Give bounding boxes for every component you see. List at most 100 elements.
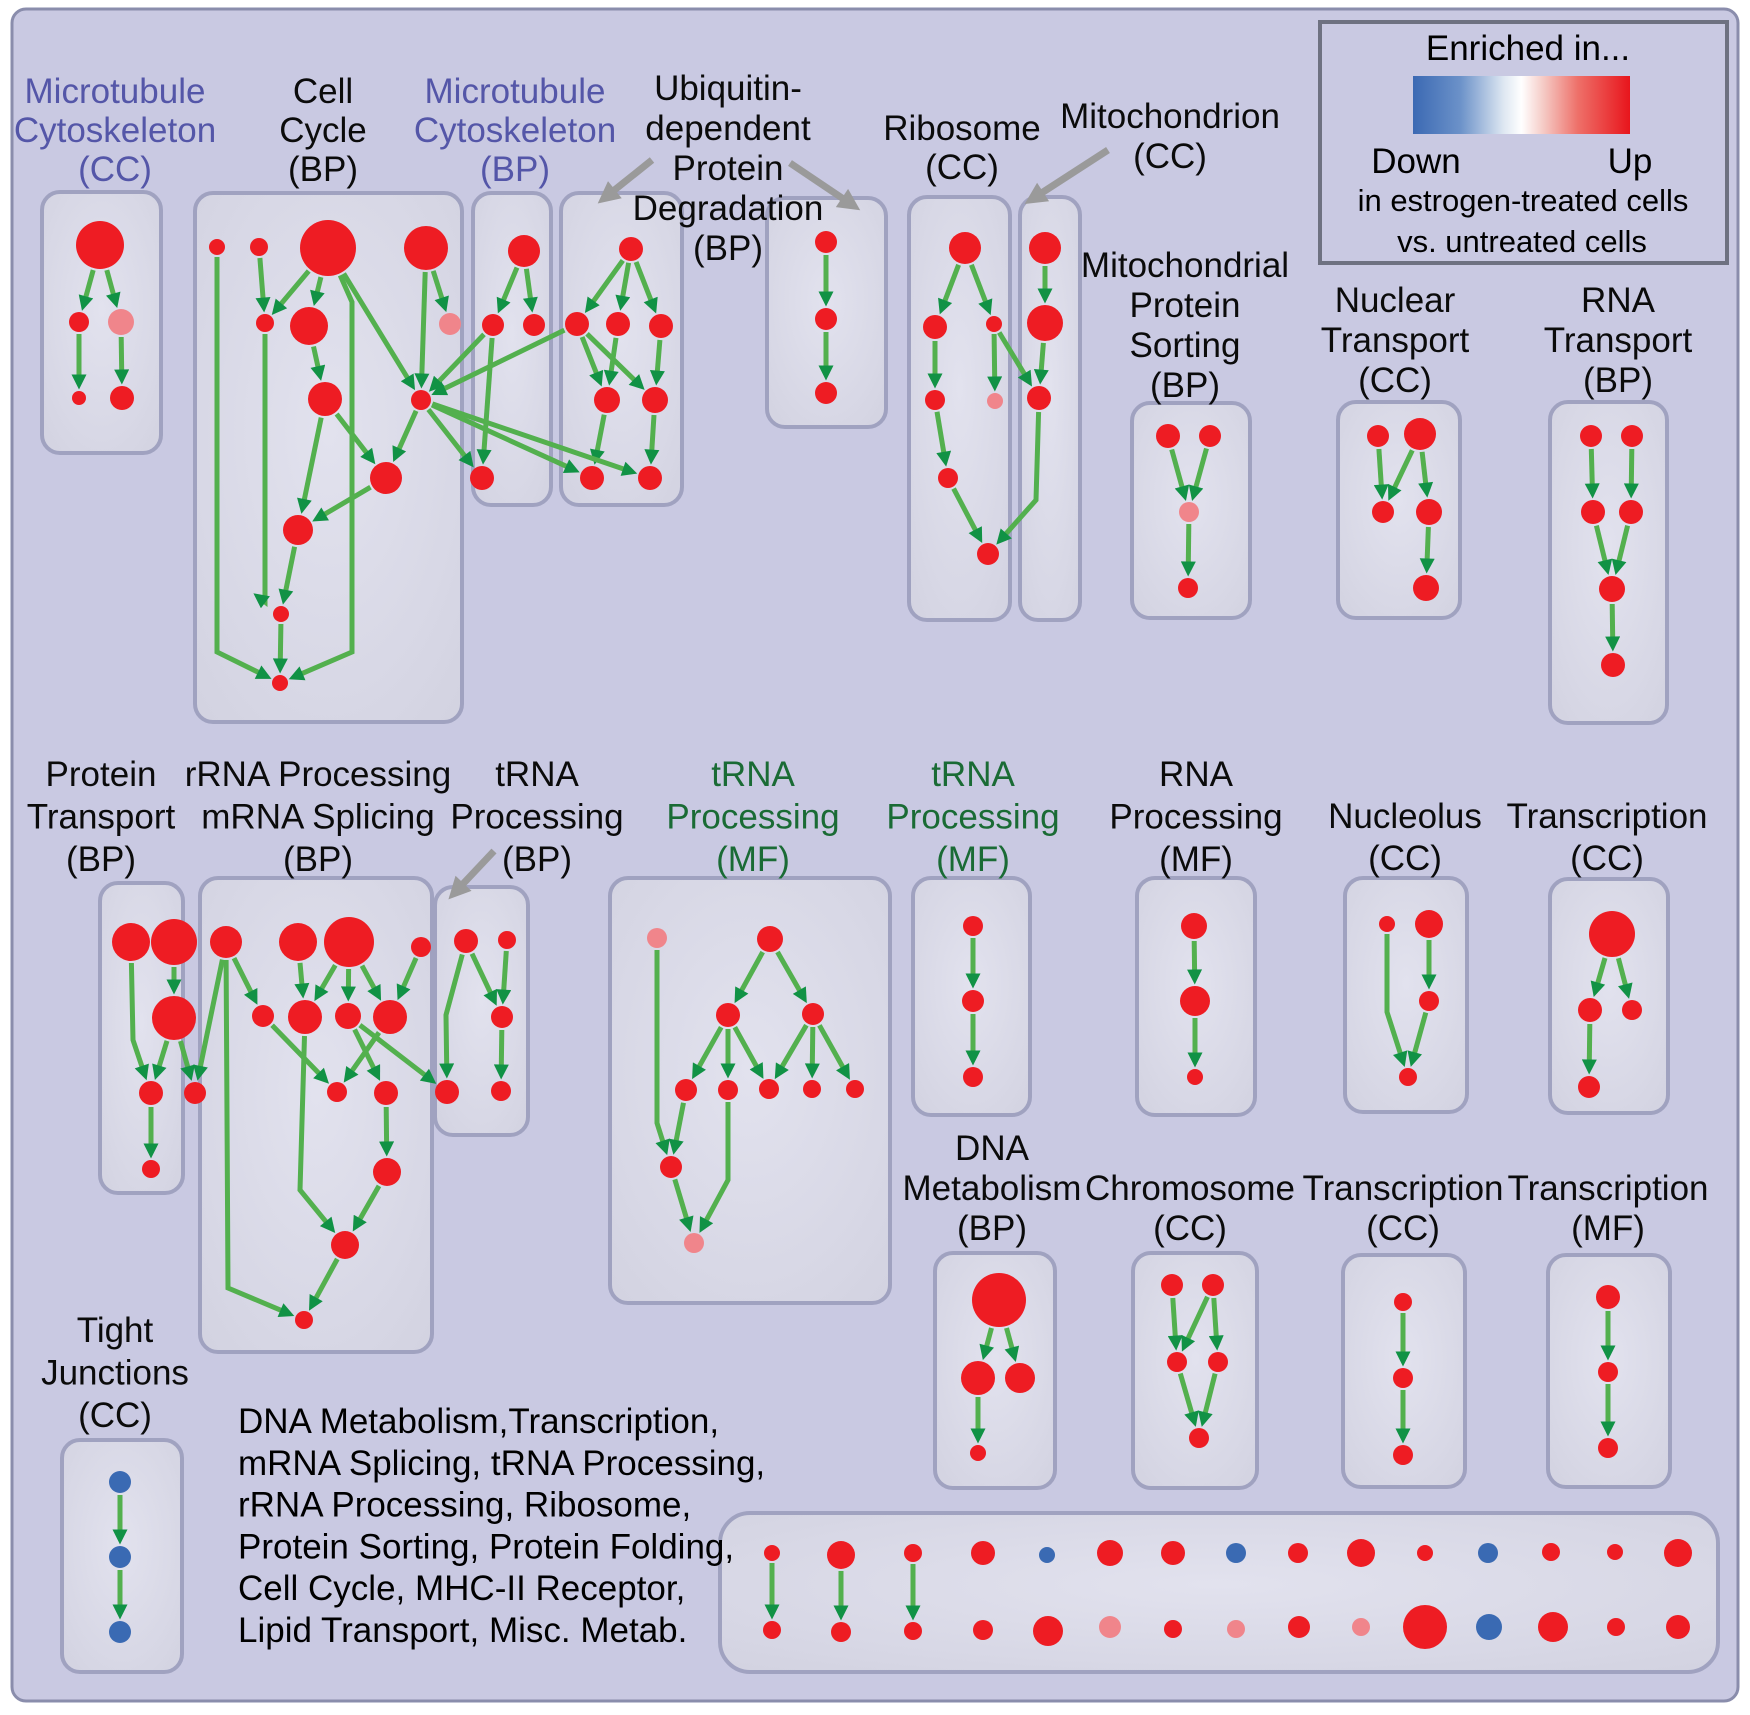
edge-rrna bbox=[396, 956, 419, 1001]
edge-cc bbox=[312, 485, 372, 522]
node-trnamf-8 bbox=[846, 1080, 864, 1098]
node-trnamf-10 bbox=[684, 1233, 704, 1253]
node-strip-22 bbox=[1478, 1543, 1498, 1563]
node-strip-26 bbox=[1607, 1544, 1623, 1560]
edge-mc_cc bbox=[78, 269, 96, 311]
node-strip-18 bbox=[1347, 1539, 1375, 1567]
edge-chrom bbox=[1177, 1372, 1199, 1427]
node-rnat-3 bbox=[1619, 500, 1643, 524]
edge-ribo bbox=[951, 487, 983, 543]
edge-trnamf bbox=[817, 1024, 850, 1080]
node-ub2-1 bbox=[815, 308, 837, 330]
node-strip-12 bbox=[1161, 1541, 1185, 1565]
edge-cc bbox=[272, 623, 288, 674]
edge-rrna bbox=[352, 1028, 381, 1081]
node-nucl-2 bbox=[1419, 991, 1439, 1011]
annotation-text-line-5: Lipid Transport, Misc. Metab. bbox=[238, 1611, 687, 1650]
edge-cc bbox=[253, 334, 270, 609]
node-strip-10 bbox=[1097, 1540, 1123, 1566]
group-label-protein-transport: Protein bbox=[46, 755, 157, 794]
edge-trnamf bbox=[774, 1023, 809, 1080]
node-strip-3 bbox=[831, 1622, 851, 1642]
group-label-cell-cycle: Cell bbox=[293, 72, 353, 111]
node-cc-8 bbox=[411, 390, 431, 410]
node-cc-0 bbox=[209, 239, 225, 255]
node-cc-5 bbox=[290, 307, 328, 345]
legend-down-label: Down bbox=[1371, 142, 1460, 181]
group-box-mito bbox=[1018, 195, 1082, 622]
edge-rnat bbox=[1605, 603, 1621, 652]
node-strip-5 bbox=[904, 1622, 922, 1640]
group-label-ubiquitin: dependent bbox=[645, 109, 811, 148]
group-label-transcription-cc-3: (CC) bbox=[1366, 1209, 1440, 1248]
node-strip-24 bbox=[1542, 1543, 1560, 1561]
node-pt-0 bbox=[112, 923, 150, 961]
node-rrna-3 bbox=[411, 937, 431, 957]
node-trnabp-4 bbox=[491, 1081, 511, 1101]
group-label-rna-processing: RNA bbox=[1159, 755, 1234, 794]
node-ribo-1 bbox=[923, 315, 947, 339]
label-pointer-arrow-3 bbox=[448, 848, 497, 900]
node-strip-28 bbox=[1664, 1539, 1692, 1567]
edge-ub1 bbox=[615, 262, 632, 311]
group-label-dna-metabolism: DNA bbox=[955, 1129, 1030, 1168]
node-strip-14 bbox=[1226, 1543, 1246, 1563]
edge-trnabp bbox=[496, 950, 512, 1005]
group-box-mcbp bbox=[471, 191, 553, 507]
node-pt-5 bbox=[142, 1160, 160, 1178]
node-mito-2 bbox=[1027, 386, 1051, 410]
node-mps-2 bbox=[1179, 502, 1199, 522]
edge-dnam bbox=[979, 1327, 994, 1361]
node-mps-3 bbox=[1178, 578, 1198, 598]
group-label-trna-mf-1: Processing bbox=[666, 798, 839, 837]
node-ub1-2 bbox=[606, 312, 630, 336]
group-label-mps: Sorting bbox=[1130, 326, 1241, 365]
node-cc-12 bbox=[272, 675, 288, 691]
edge-pt bbox=[178, 1040, 195, 1081]
edge-chrom bbox=[1208, 1297, 1224, 1351]
node-chrom-3 bbox=[1208, 1352, 1228, 1372]
node-trnamf-4 bbox=[675, 1079, 697, 1101]
node-txncc2-1 bbox=[1578, 998, 1602, 1022]
group-label-nuclear-transport: (CC) bbox=[1358, 361, 1432, 400]
node-trnabp-0 bbox=[454, 929, 478, 953]
node-rrna-5 bbox=[288, 1000, 322, 1034]
edge-txncc2 bbox=[1590, 957, 1608, 998]
node-rrna-10 bbox=[373, 1158, 401, 1186]
group-label-chromosome: Chromosome bbox=[1085, 1169, 1295, 1208]
node-tj-1 bbox=[109, 1546, 131, 1568]
edge-trnabp bbox=[439, 953, 465, 1079]
edge-pt bbox=[152, 1040, 170, 1081]
cross-edge-cc.8-ub1.6 bbox=[430, 402, 580, 473]
node-cc-7 bbox=[308, 382, 342, 416]
edge-ribo bbox=[987, 333, 1003, 392]
edge-rrna bbox=[231, 956, 258, 1005]
group-label-nucleolus: Nucleolus bbox=[1328, 797, 1482, 836]
edge-mc_cc bbox=[114, 336, 130, 385]
group-label-rrna: (BP) bbox=[283, 840, 353, 879]
node-trnamf-1 bbox=[757, 926, 783, 952]
node-trnamf-0 bbox=[647, 928, 667, 948]
node-cc-1 bbox=[250, 238, 268, 256]
group-label-mps: Mitochondrial bbox=[1081, 246, 1289, 285]
group-label-trna-bp: tRNA bbox=[495, 755, 579, 794]
edge-cc bbox=[430, 270, 449, 313]
node-dnam-3 bbox=[970, 1445, 986, 1461]
node-mc_cc-0 bbox=[76, 221, 124, 269]
node-trnamf-7 bbox=[803, 1080, 821, 1098]
edge-cc bbox=[341, 272, 416, 391]
edge-mcbp bbox=[496, 266, 520, 314]
node-strip-2 bbox=[827, 1541, 855, 1569]
node-trnamf2-2 bbox=[963, 1067, 983, 1087]
edge-nuct bbox=[1419, 526, 1435, 574]
edge-ub1 bbox=[584, 258, 625, 314]
node-ub1-0 bbox=[619, 237, 643, 261]
node-rnat-1 bbox=[1621, 425, 1643, 447]
edge-ub1 bbox=[644, 414, 660, 465]
node-cc-2 bbox=[300, 220, 356, 276]
node-strip-23 bbox=[1476, 1614, 1502, 1640]
group-label-cell-cycle: (BP) bbox=[288, 150, 358, 189]
group-box-strip bbox=[718, 1511, 1720, 1674]
node-chrom-1 bbox=[1202, 1274, 1224, 1296]
